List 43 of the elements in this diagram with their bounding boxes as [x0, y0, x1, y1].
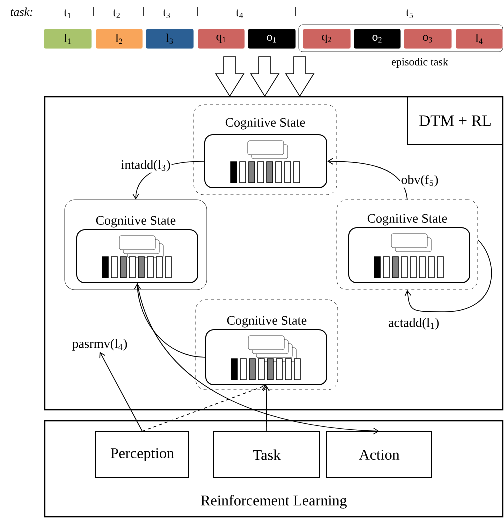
sequence-label: t$_{1}$ — [64, 10, 71, 18]
arrow — [263, 386, 270, 432]
sequence-label: t$_{4}$ — [236, 10, 244, 18]
cognitive-state-group: Cognitive State — [336, 200, 478, 290]
edge-label: obv(f$_{5}$) — [400, 174, 440, 188]
cognitive-state-group: Cognitive State — [194, 104, 338, 196]
sequence-block: l$_{2}$ — [96, 28, 144, 50]
arrow — [328, 158, 408, 200]
arrow — [142, 384, 266, 432]
block-arrow — [250, 56, 280, 98]
edge-label: actadd(l$_{1}$) — [387, 317, 441, 331]
sequence-label: t$_{5}$ — [406, 10, 414, 18]
dtm-panel — [44, 96, 504, 411]
sequence-block: l$_{4}$ — [456, 28, 504, 50]
arrow — [134, 284, 206, 358]
sequence-block: o$_{1}$ — [248, 28, 296, 50]
memory-box — [206, 330, 328, 386]
sequence-label: t$_{2}$ — [113, 10, 120, 18]
sequence-block: l$_{3}$ — [146, 28, 194, 50]
process-box: DTM + RL — [408, 96, 504, 146]
process-box: Action — [326, 432, 432, 478]
block-arrow — [215, 56, 245, 98]
memory-box — [204, 134, 328, 188]
sequence-block: o$_{2}$ — [354, 28, 402, 50]
memory-box — [348, 228, 470, 284]
block-arrow — [285, 56, 315, 98]
sequence-block: l$_{1}$ — [44, 28, 92, 50]
process-box: Perception — [96, 432, 190, 478]
memory-box — [76, 230, 198, 284]
node-label: episodic task — [392, 58, 448, 68]
arrow — [100, 352, 143, 432]
sequence-block: q$_{2}$ — [302, 28, 352, 50]
arrow — [404, 240, 492, 312]
sequence-label: task: — [10, 8, 33, 16]
sequence-block: q$_{1}$ — [198, 28, 246, 50]
sequence-block: o$_{3}$ — [404, 28, 452, 50]
sequence-label: t$_{3}$ — [163, 10, 170, 18]
edge-label: intadd(l$_{3}$) — [120, 159, 172, 173]
process-box: Task — [214, 432, 320, 478]
arrow — [137, 283, 380, 435]
operation-label: pasrmv(l$_{4}$) — [72, 339, 128, 351]
cognitive-state-group: Cognitive State — [64, 200, 208, 290]
cognitive-state-group: Cognitive State — [196, 300, 338, 390]
